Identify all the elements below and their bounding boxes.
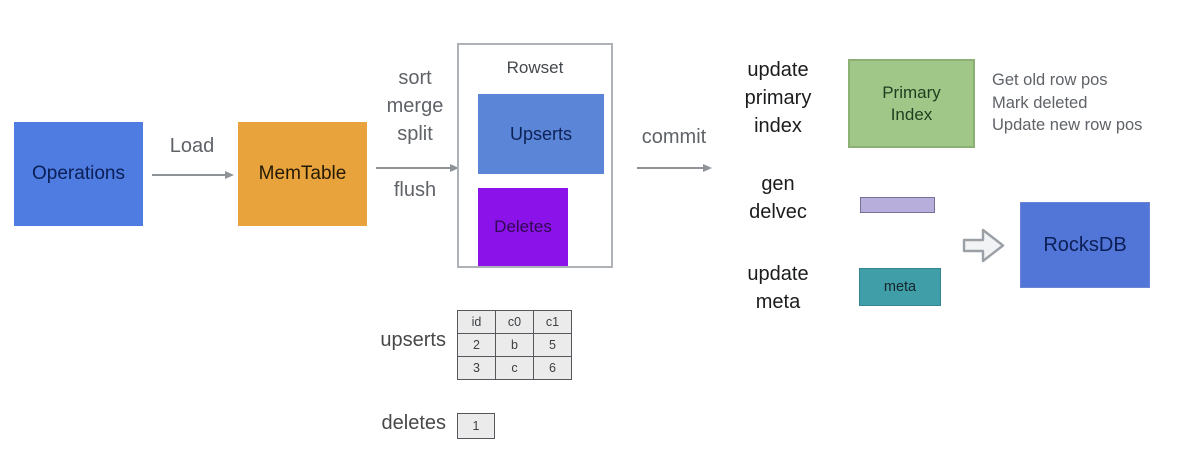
delvec-bar bbox=[860, 197, 935, 213]
primary-index-node: Primary Index bbox=[848, 59, 975, 148]
load-label: Load bbox=[169, 135, 215, 157]
deletes-node: Deletes bbox=[478, 188, 568, 266]
table-header-cell: c1 bbox=[533, 310, 572, 334]
load-arrow bbox=[152, 171, 234, 179]
table-cell: 2 bbox=[457, 333, 496, 357]
deletes-label: Deletes bbox=[494, 217, 552, 236]
rocksdb-label: RocksDB bbox=[1043, 233, 1127, 256]
operations-node: Operations bbox=[14, 122, 143, 226]
upserts-label: Upserts bbox=[509, 123, 572, 144]
table-header-cell: c0 bbox=[495, 310, 534, 334]
block-arrow-icon bbox=[962, 228, 1005, 263]
update-meta-label: update meta bbox=[747, 263, 809, 313]
sort-merge-split-label: sort merge split bbox=[386, 67, 444, 145]
flush-arrow bbox=[376, 164, 459, 172]
primary-index-label: Primary Index bbox=[882, 82, 941, 124]
upserts-detail-label: upserts bbox=[380, 329, 446, 351]
table-cell: b bbox=[495, 333, 534, 357]
commit-label: commit bbox=[641, 126, 707, 148]
commit-arrow bbox=[637, 164, 712, 172]
table-cell: 3 bbox=[457, 356, 496, 380]
table-row: 1 bbox=[457, 413, 495, 439]
table-header-row: id c0 c1 bbox=[457, 310, 572, 334]
table-cell: c bbox=[495, 356, 534, 380]
memtable-node: MemTable bbox=[238, 122, 367, 226]
rocksdb-node: RocksDB bbox=[1020, 202, 1150, 288]
update-primary-index-label: update primary index bbox=[744, 59, 812, 137]
table-cell: 6 bbox=[533, 356, 572, 380]
deletes-detail-label: deletes bbox=[381, 412, 447, 434]
upserts-node: Upserts bbox=[478, 94, 604, 174]
table-cell: 1 bbox=[457, 413, 495, 439]
primary-index-notes: Get old row pos Mark deleted Update new … bbox=[992, 71, 1143, 134]
deletes-table: 1 bbox=[457, 413, 495, 439]
table-row: 2 b 5 bbox=[457, 333, 572, 357]
meta-label: meta bbox=[883, 279, 917, 295]
meta-node: meta bbox=[859, 268, 941, 306]
table-cell: 5 bbox=[533, 333, 572, 357]
gen-delvec-label: gen delvec bbox=[749, 173, 807, 223]
flush-label: flush bbox=[393, 179, 437, 201]
table-row: 3 c 6 bbox=[457, 356, 572, 380]
memtable-label: MemTable bbox=[258, 163, 347, 184]
rowset-title: Rowset bbox=[506, 58, 564, 77]
rowset-container: Rowset Upserts Deletes bbox=[457, 43, 613, 268]
table-header-cell: id bbox=[457, 310, 496, 334]
upserts-table: id c0 c1 2 b 5 3 c 6 bbox=[457, 310, 572, 380]
operations-label: Operations bbox=[32, 163, 125, 184]
